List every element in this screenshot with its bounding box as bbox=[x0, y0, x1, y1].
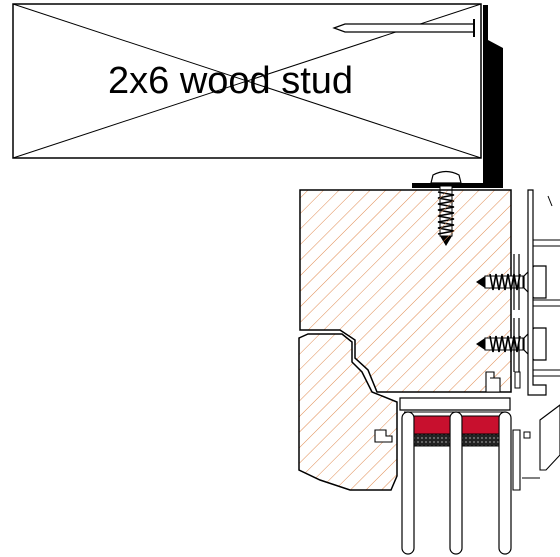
glass-pane-1 bbox=[401, 411, 415, 555]
exterior-glazing-stop bbox=[512, 404, 560, 491]
installation-clip bbox=[412, 5, 503, 188]
nail bbox=[332, 19, 475, 37]
spacer-1 bbox=[413, 415, 451, 447]
spacer-2 bbox=[461, 415, 500, 447]
glazing-clip bbox=[374, 371, 521, 443]
exterior-cladding bbox=[527, 189, 560, 396]
glass-pane-3 bbox=[498, 411, 512, 555]
stud-label: 2x6 wood stud bbox=[108, 60, 353, 102]
sash-bead bbox=[399, 397, 511, 413]
window-frame bbox=[298, 189, 512, 491]
glass-pane-2 bbox=[449, 411, 463, 555]
